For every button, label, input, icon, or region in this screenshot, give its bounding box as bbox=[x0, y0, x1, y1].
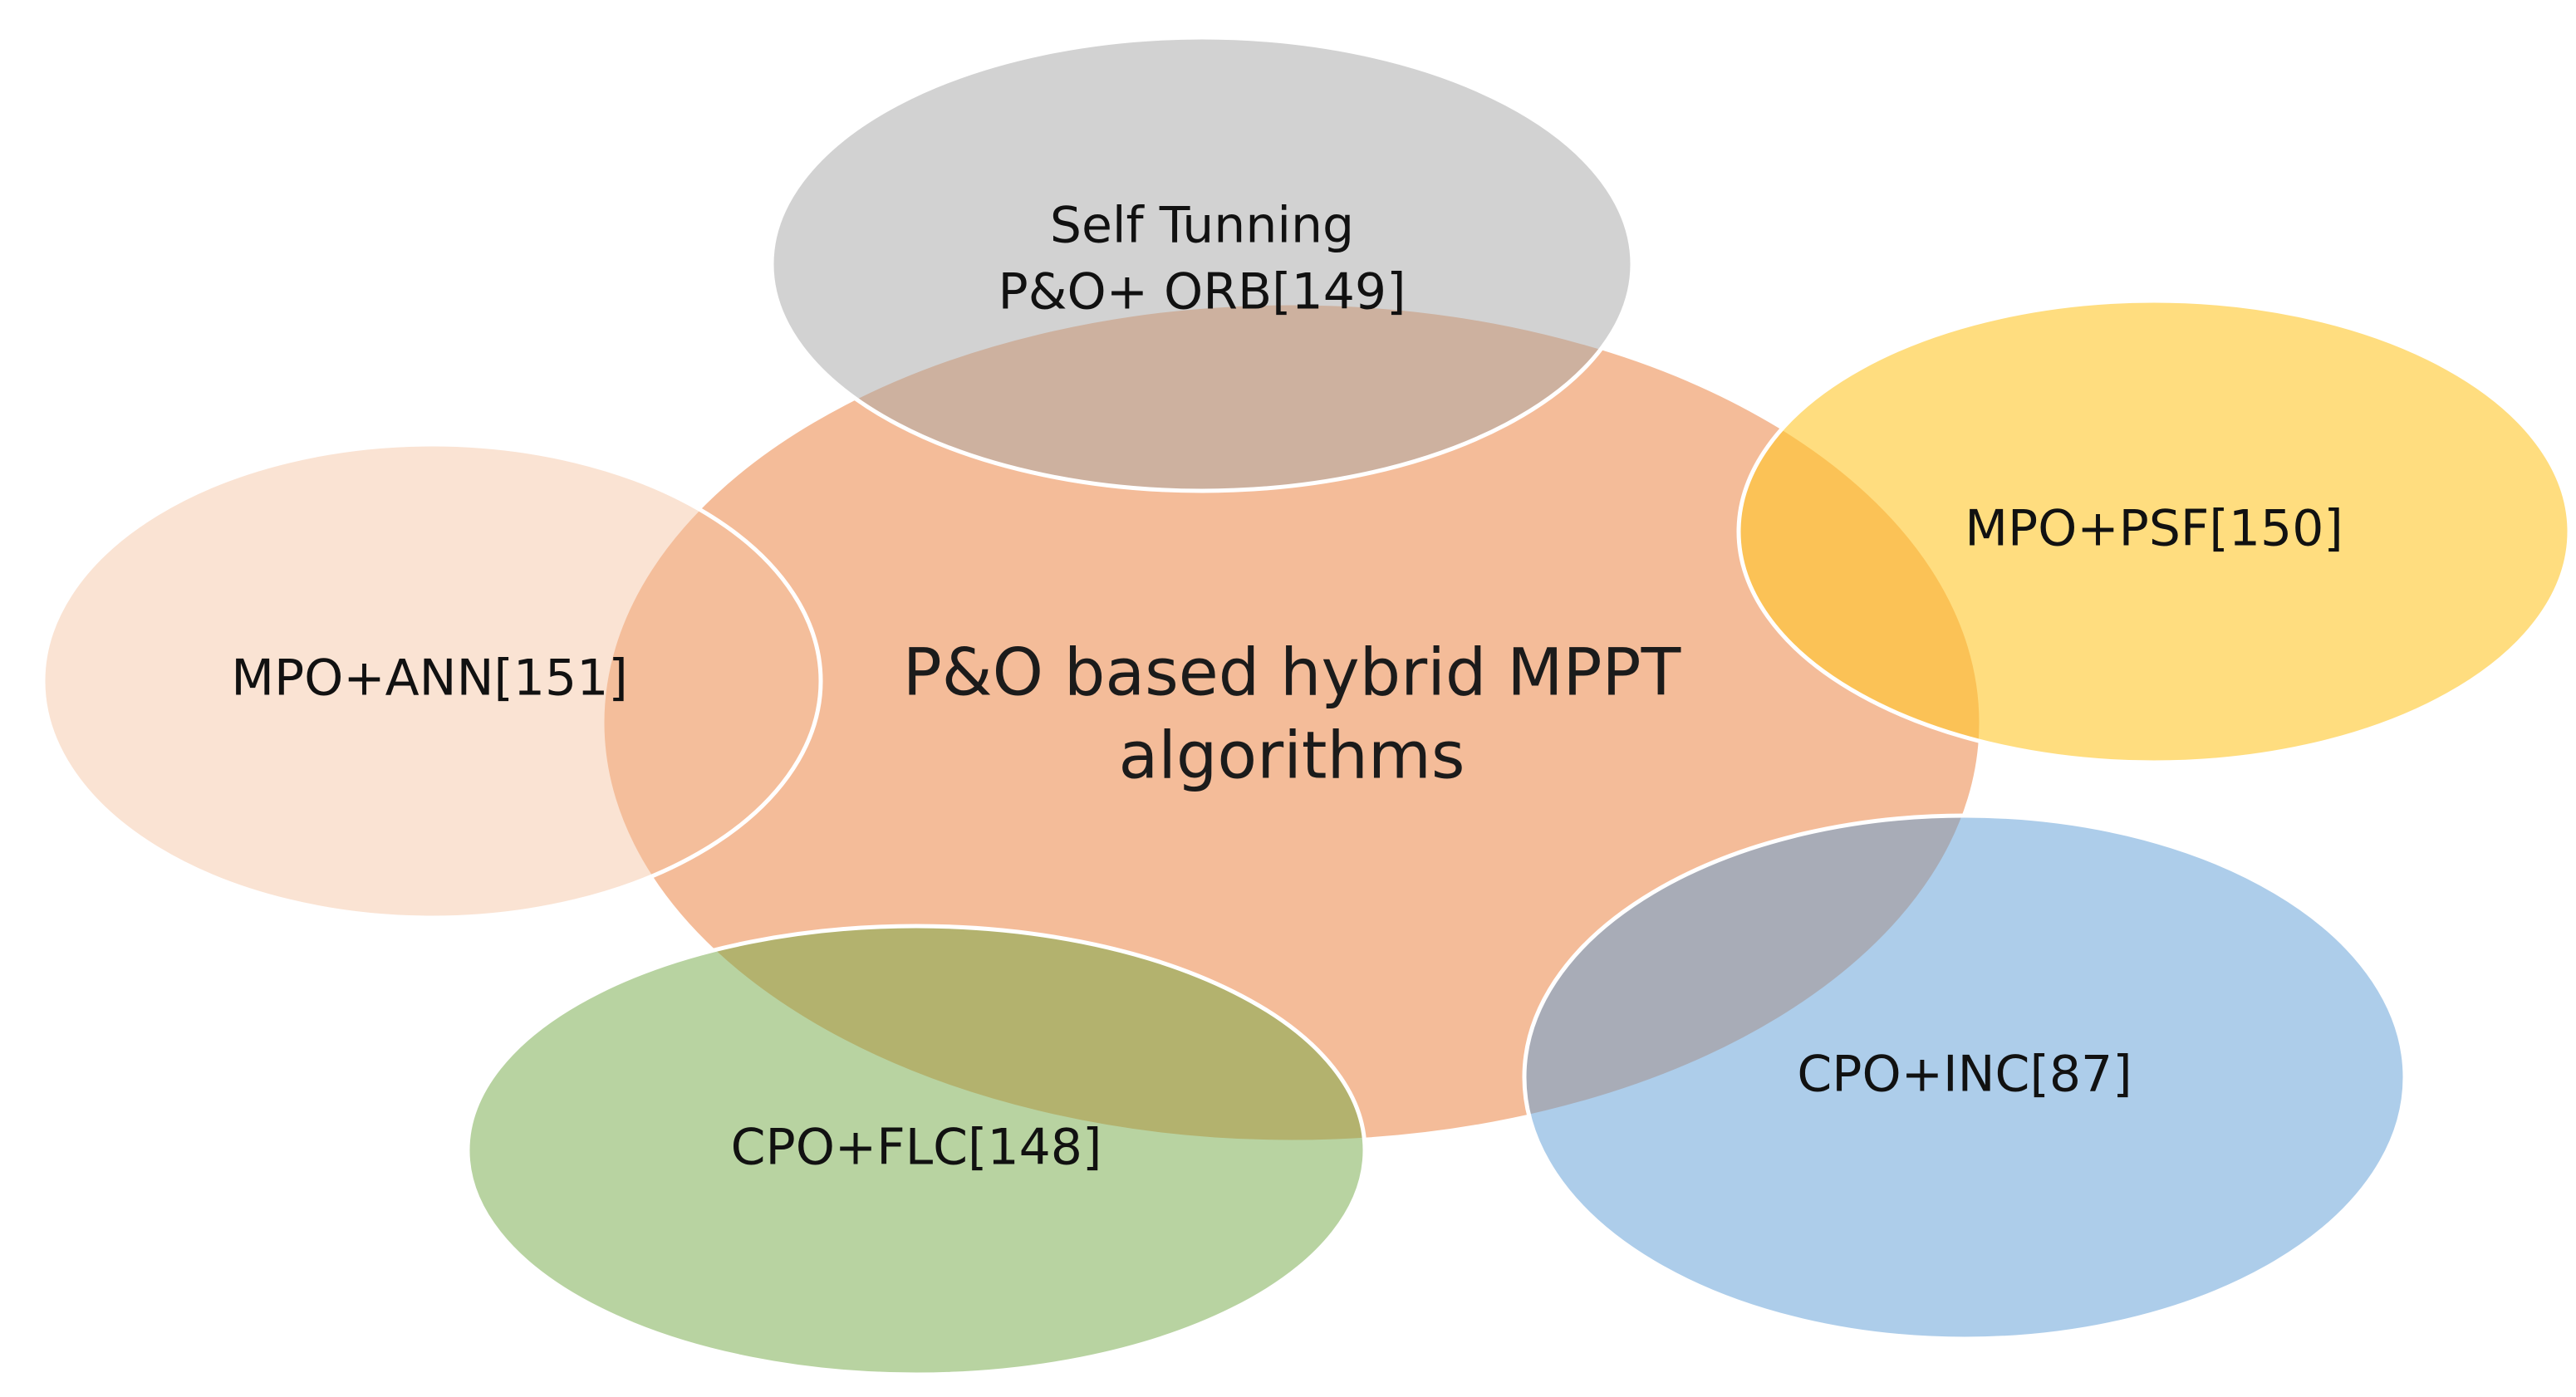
mpo-psf-label: MPO+PSF[150] bbox=[1965, 500, 2343, 558]
mpo-ann-label: MPO+ANN[151] bbox=[231, 649, 628, 708]
center-label-line1: P&O based hybrid MPPT bbox=[903, 635, 1681, 710]
self-tuning-label-line2: P&O+ ORB[149] bbox=[999, 263, 1406, 321]
cpo-inc-label: CPO+INC[87] bbox=[1797, 1046, 2132, 1104]
mpo-psf-ellipse bbox=[1736, 298, 2572, 765]
center-label-line2: algorithms bbox=[1118, 718, 1465, 793]
self-tuning-label-line1: Self Tunning bbox=[1050, 197, 1354, 255]
cpo-inc-ellipse bbox=[1522, 813, 2407, 1341]
mpo-ann-ellipse bbox=[41, 442, 823, 920]
self-tuning-ellipse bbox=[769, 35, 1635, 493]
cpo-flc-ellipse bbox=[465, 924, 1367, 1377]
cpo-flc-label: CPO+FLC[148] bbox=[731, 1119, 1102, 1177]
